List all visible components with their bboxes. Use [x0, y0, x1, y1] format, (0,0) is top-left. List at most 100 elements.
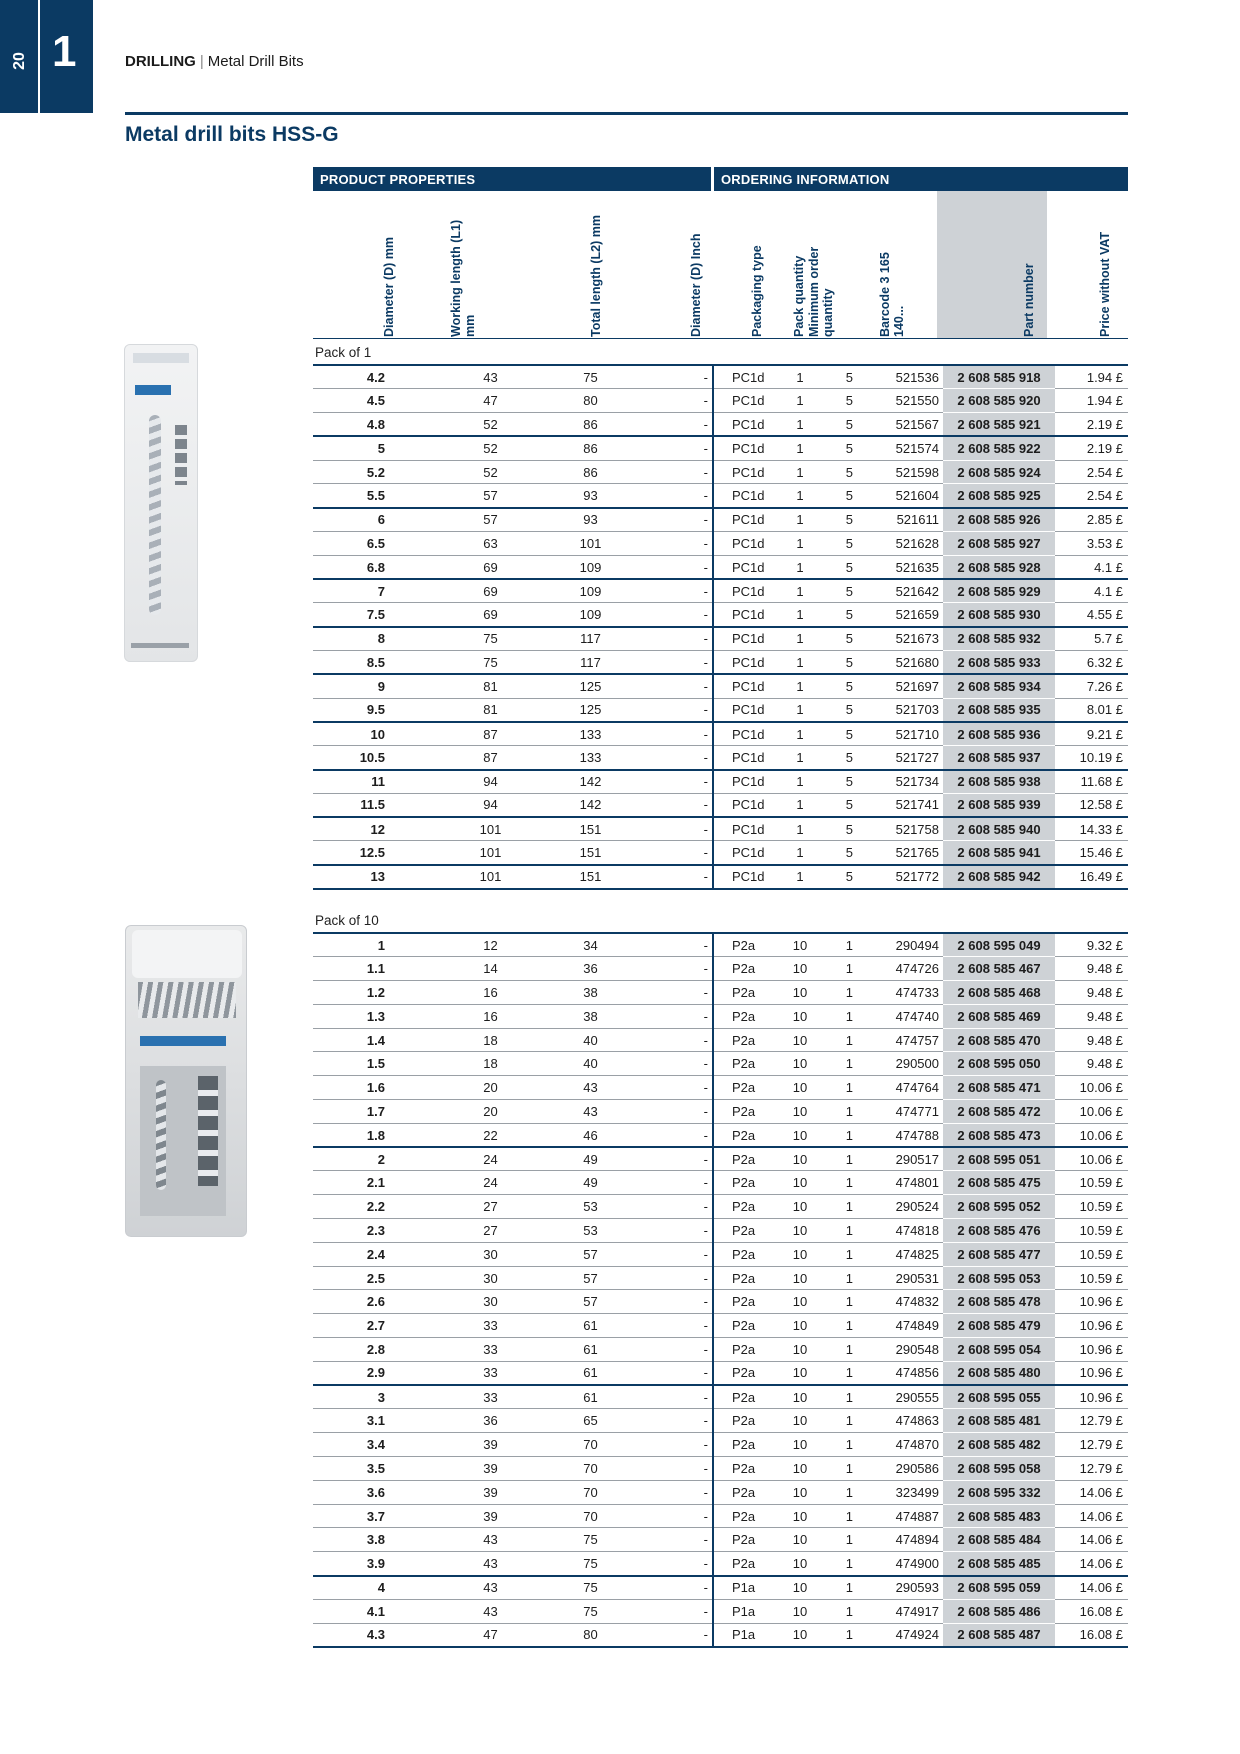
packaging-type-cell: PC1d [713, 673, 783, 699]
price-cell: 1.94 £ [1055, 364, 1128, 390]
packaging-type-cell: PC1d [713, 531, 783, 556]
total-length-cell: 65 [513, 1408, 613, 1434]
price-cell: 2.85 £ [1055, 506, 1128, 533]
barcode-cell: 521567 [863, 412, 943, 437]
part-number-cell: 2 608 585 933 [943, 650, 1055, 675]
breadcrumb-separator: | [199, 53, 204, 70]
barcode-cell: 474726 [863, 956, 943, 982]
col-head-text: Pack quantity [792, 255, 806, 337]
total-length-cell: 86 [513, 412, 613, 437]
barcode-cell: 521734 [863, 768, 943, 794]
col-head-part-number: Part number [1016, 191, 1056, 337]
part-number-cell: 2 608 595 332 [943, 1480, 1055, 1505]
pack-quantity-cell: 10 [783, 1480, 817, 1505]
part-number-cell: 2 608 595 049 [943, 932, 1055, 958]
page-number: 20 [11, 52, 28, 70]
price-cell: 10.59 £ [1055, 1266, 1128, 1291]
pack-quantity-cell: 1 [783, 720, 817, 747]
packaging-type-cell: P2a [713, 1266, 783, 1291]
working-length-cell: 75 [413, 650, 513, 675]
working-length-cell: 27 [413, 1194, 513, 1220]
minimum-order-cell: 1 [817, 1075, 863, 1101]
pack-quantity-cell: 10 [783, 1574, 817, 1600]
total-length-cell: 43 [513, 1075, 613, 1101]
barcode-cell: 474917 [863, 1599, 943, 1624]
total-length-cell: 80 [513, 1623, 613, 1648]
col-head-text: Diameter (D) mm [382, 236, 396, 337]
working-length-cell: 81 [413, 673, 513, 699]
total-length-cell: 109 [513, 578, 613, 604]
minimum-order-cell: 1 [817, 1028, 863, 1053]
minimum-order-cell: 5 [817, 650, 863, 675]
packaging-type-cell: P2a [713, 1551, 783, 1577]
price-cell: 16.08 £ [1055, 1599, 1128, 1624]
part-number-cell: 2 608 585 920 [943, 388, 1055, 414]
diameter-mm-cell: 1.6 [313, 1075, 413, 1101]
part-number-cell: 2 608 585 922 [943, 435, 1055, 461]
working-length-cell: 94 [413, 793, 513, 818]
drill-bit-graphic [156, 1080, 166, 1190]
packaging-type-cell: PC1d [713, 460, 783, 485]
price-cell: 2.54 £ [1055, 460, 1128, 485]
minimum-order-cell: 5 [817, 531, 863, 556]
total-length-cell: 125 [513, 698, 613, 723]
diameter-mm-cell: 12.5 [313, 840, 413, 866]
pack-quantity-cell: 1 [783, 555, 817, 580]
pack-quantity-cell: 1 [783, 460, 817, 485]
pack-quantity-cell: 1 [783, 602, 817, 628]
diameter-mm-cell: 3.7 [313, 1504, 413, 1529]
diameter-mm-cell: 2.9 [313, 1361, 413, 1386]
diameter-inch-cell: - [613, 673, 714, 699]
price-cell: 12.79 £ [1055, 1456, 1128, 1481]
minimum-order-cell: 1 [817, 1337, 863, 1362]
working-length-cell: 87 [413, 720, 513, 747]
minimum-order-cell: 1 [817, 1218, 863, 1243]
barcode-cell: 521758 [863, 816, 943, 842]
price-cell: 16.49 £ [1055, 863, 1128, 890]
price-cell: 14.06 £ [1055, 1527, 1128, 1553]
pack-quantity-cell: 10 [783, 1313, 817, 1339]
pack-quantity-cell: 1 [783, 506, 817, 533]
working-length-cell: 81 [413, 698, 513, 723]
working-length-cell: 27 [413, 1218, 513, 1243]
diameter-inch-cell: - [613, 460, 714, 485]
diameter-inch-cell: - [613, 1361, 714, 1386]
part-number-cell: 2 608 595 051 [943, 1146, 1055, 1172]
minimum-order-cell: 1 [817, 1456, 863, 1481]
diameter-inch-cell: - [613, 1456, 714, 1481]
working-length-cell: 33 [413, 1361, 513, 1386]
diameter-mm-cell: 3.6 [313, 1480, 413, 1505]
minimum-order-cell: 1 [817, 956, 863, 982]
packaging-type-cell: P2a [713, 1242, 783, 1267]
total-length-cell: 40 [513, 1028, 613, 1053]
barcode-cell: 323499 [863, 1480, 943, 1505]
diameter-inch-cell: - [613, 1170, 714, 1196]
pack-quantity-cell: 10 [783, 1456, 817, 1481]
packaging-type-cell: P2a [713, 1480, 783, 1505]
working-length-cell: 39 [413, 1432, 513, 1458]
packaging-type-cell: PC1d [713, 816, 783, 842]
minimum-order-cell: 5 [817, 840, 863, 866]
price-cell: 10.19 £ [1055, 745, 1128, 771]
barcode-cell: 290548 [863, 1337, 943, 1362]
diameter-inch-cell: - [613, 483, 714, 509]
working-length-cell: 20 [413, 1099, 513, 1124]
working-length-cell: 16 [413, 1004, 513, 1029]
part-number-cell: 2 608 585 484 [943, 1527, 1055, 1553]
minimum-order-cell: 1 [817, 1574, 863, 1600]
packaging-type-cell: P1a [713, 1623, 783, 1648]
page-title: Metal drill bits HSS-G [125, 123, 339, 146]
diameter-inch-cell: - [613, 720, 714, 747]
packaging-type-cell: P2a [713, 1504, 783, 1529]
minimum-order-cell: 1 [817, 1361, 863, 1386]
price-cell: 4.55 £ [1055, 602, 1128, 628]
